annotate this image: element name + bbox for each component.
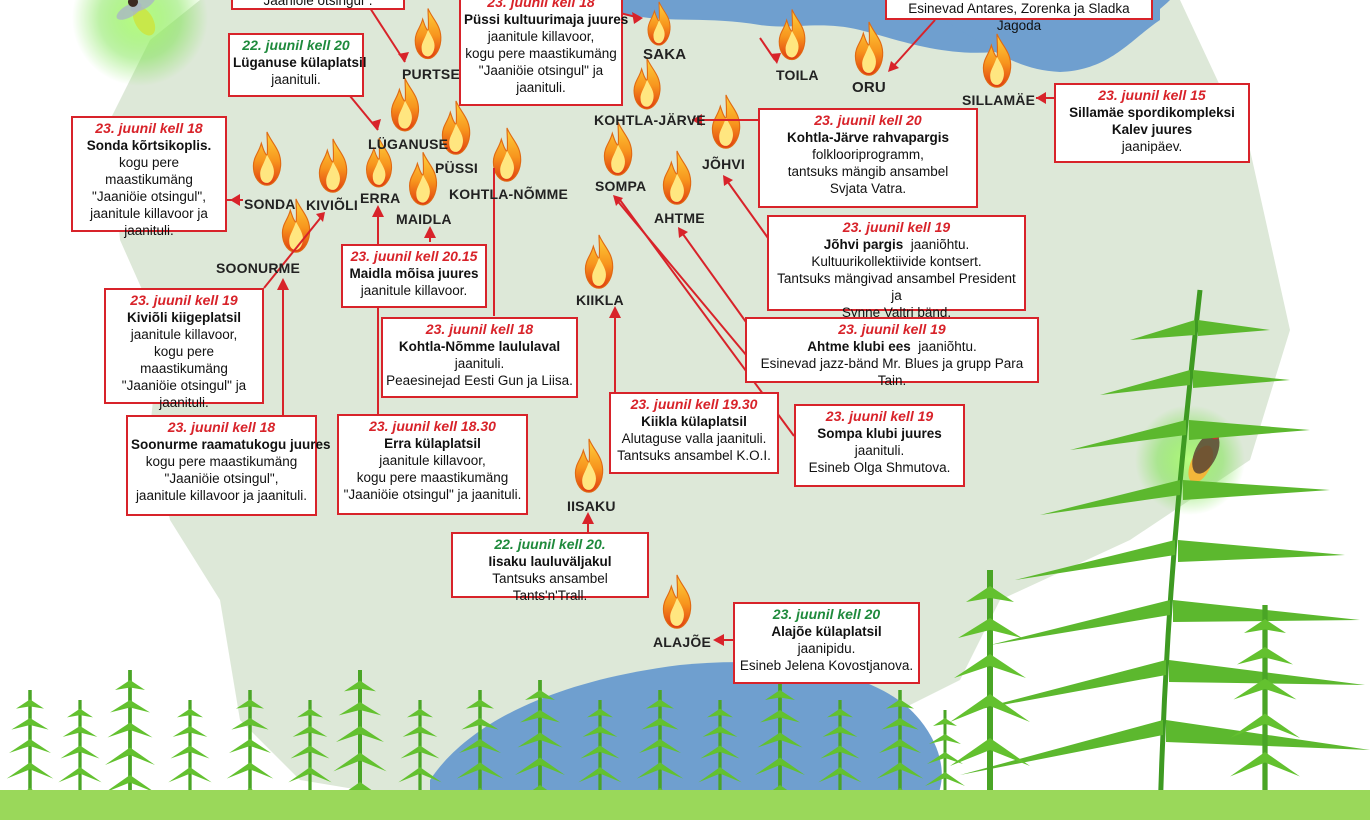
event-venue-suffix: jaaniõhtu. <box>903 237 970 252</box>
event-venue-suffix: jaaniõhtu. <box>910 339 977 354</box>
place-label-toila: TOILA <box>776 67 819 83</box>
event-box-soonurme: 23. juunil kell 18 Soonurme raamatukogu … <box>126 415 331 516</box>
event-desc: Esinevad jazz-bänd Mr. Blues ja grupp Pa… <box>760 356 1024 388</box>
event-desc: jaanituli. Esineb Olga Shmutova. <box>808 443 951 475</box>
event-date: 23. juunil kell 18 <box>425 321 534 337</box>
event-venue: Lüganuse külaplatsil <box>233 55 367 70</box>
place-label-oru: ORU <box>852 79 886 96</box>
event-desc: jaanitule killavoor, kogu pere maastikum… <box>465 29 617 95</box>
event-date: 23. juunil kell 19 <box>130 292 238 308</box>
event-date: 23. juunil kell 15 <box>1098 87 1206 103</box>
event-box-purtse: Jaaniöie otsingul". <box>231 0 405 10</box>
place-label-saka: SAKA <box>643 46 687 63</box>
place-label-maidla: MAIDLA <box>396 211 452 227</box>
event-desc: jaanitule killavoor. <box>360 283 468 298</box>
place-label-johvi: JÕHVI <box>702 156 746 172</box>
place-label-kohtla-nomme: KOHTLA-NÕMME <box>449 186 569 202</box>
event-desc: Jaaniöie otsingul". <box>263 0 373 8</box>
event-venue: Soonurme raamatukogu juures <box>131 437 331 452</box>
event-desc: jaanitule killavoor, kogu pere maastikum… <box>121 327 247 410</box>
place-label-sillamae: SILLAMÄE <box>962 92 1036 108</box>
event-date: 23. juunil kell 18 <box>487 0 595 10</box>
place-label-sonda: SONDA <box>244 196 296 212</box>
event-venue: Sillamäe spordikompleksi Kalev juures <box>1069 105 1235 137</box>
event-venue: Kohtla-Nõmme laululaval <box>398 339 561 354</box>
arrow-heads <box>230 12 1046 646</box>
event-venue: Iisaku lauluväljakul <box>488 554 612 569</box>
fern-icon <box>950 570 1300 815</box>
place-label-alajoe: ALAJÕE <box>653 634 711 650</box>
event-venue: Püssi kultuurimaja juures <box>464 12 629 27</box>
event-box-kohtla-jarve: 23. juunil kell 20 Kohtla-Järve rahvapar… <box>758 108 978 208</box>
event-venue: Sompa klubi juures <box>817 426 942 441</box>
event-date: 23. juunil kell 19 <box>838 321 946 337</box>
event-date: 23. juunil kell 19 <box>825 408 934 424</box>
event-box-ahtme: 23. juunil kell 19 Ahtme klubi ees jaani… <box>745 317 1039 388</box>
event-box-erra: 23. juunil kell 18.30 Erra külaplatsil j… <box>337 414 528 515</box>
event-desc: Alutaguse valla jaanituli. Tantsuks ansa… <box>617 431 771 463</box>
firefly-icon-glow <box>72 0 208 86</box>
event-date: 23. juunil kell 20 <box>814 112 922 128</box>
event-box-kohtla-nomme: 23. juunil kell 18 Kohtla-Nõmme laululav… <box>381 317 578 398</box>
event-desc: kogu pere maastikumäng "Jaaniöie otsingu… <box>135 454 308 503</box>
event-box-maidla: 23. juunil kell 20.15 Maidla mõisa juure… <box>341 244 487 308</box>
firefly-icon <box>116 0 156 36</box>
event-date: 23. juunil kell 19.30 <box>630 396 758 412</box>
place-label-sompa: SOMPA <box>595 178 647 194</box>
event-desc: Kultuurikollektiivide kontsert. Tantsuks… <box>777 254 1016 320</box>
event-desc: kogu pere maastikumäng "Jaaniöie otsingu… <box>90 155 208 238</box>
event-desc: folkloori­programm, tantsuks mängib ansa… <box>787 147 949 196</box>
event-desc: jaanituli. <box>271 72 321 87</box>
place-label-pussi: PÜSSI <box>435 160 479 176</box>
event-venue: Erra külaplatsil <box>384 436 481 451</box>
event-desc: jaanituli. Peaesinejad Eesti Gun ja Liis… <box>386 356 573 388</box>
event-venue: Kohtla-Järve rahvapargis <box>786 130 950 145</box>
place-label-kohtla-jarve: KOHTLA-JÄRVE <box>594 112 706 128</box>
event-desc: Esinevad Antares, Zorenka ja Sladka Jago… <box>908 1 1130 33</box>
event-desc: jaanitule killavoor, kogu pere maastikum… <box>343 453 522 502</box>
event-box-oru: Esinevad Antares, Zorenka ja Sladka Jago… <box>885 0 1153 33</box>
event-box-pussi: 23. juunil kell 18 Püssi kultuurimaja ju… <box>459 0 629 106</box>
place-label-soonurme: SOONURME <box>216 260 301 276</box>
place-label-kivioli: KIVIÕLI <box>306 197 358 213</box>
event-box-johvi: 23. juunil kell 19 Jõhvi pargis jaaniõht… <box>767 215 1026 320</box>
event-box-sonda: 23. juunil kell 18 Sonda kõrtsikoplis. k… <box>71 116 227 238</box>
event-desc: Tantsuks ansambel Tants'n'Trall. <box>492 571 608 603</box>
event-box-iisaku: 22. juunil kell 20. Iisaku lauluväljakul… <box>451 532 649 603</box>
event-box-alajoe: 23. juunil kell 20 Alajõe külaplatsil ja… <box>733 602 920 684</box>
event-date: 23. juunil kell 19 <box>842 219 951 235</box>
event-date: 23. juunil kell 20.15 <box>350 248 478 264</box>
lake-peipus <box>430 662 942 820</box>
event-date: 23. juunil kell 20 <box>772 606 881 622</box>
place-label-purtse: PURTSE <box>402 66 460 82</box>
event-box-luganuse: 22. juunil kell 20 Lüganuse külaplatsil … <box>228 33 367 97</box>
event-date: 23. juunil kell 18.30 <box>369 418 496 434</box>
event-venue: Alajõe külaplatsil <box>771 624 882 639</box>
event-desc: jaanipidu. Esineb Jelena Kovostjanova. <box>739 641 914 673</box>
event-venue: Maidla mõisa juures <box>349 266 479 281</box>
event-box-sompa: 23. juunil kell 19 Sompa klubi juures ja… <box>794 404 965 487</box>
place-label-ahtme: AHTME <box>654 210 705 226</box>
event-venue: Jõhvi pargis <box>823 237 904 252</box>
event-venue: Ahtme klubi ees <box>807 339 911 354</box>
place-label-iisaku: IISAKU <box>567 498 616 514</box>
place-label-luganuse: LÜGANUSE <box>368 136 449 152</box>
event-box-sillamae: 23. juunil kell 15 Sillamäe spordikomple… <box>1054 83 1250 163</box>
event-venue: Kiikla külaplatsil <box>641 414 747 429</box>
event-box-kivioli: 23. juunil kell 19 Kiviõli kiigeplatsil … <box>104 288 264 410</box>
event-venue: Kiviõli kiigeplatsil <box>126 310 242 325</box>
event-date: 22. juunil kell 20. <box>494 536 606 552</box>
ground-strip <box>0 790 1370 820</box>
event-date: 23. juunil kell 18 <box>95 120 203 136</box>
place-label-kiikla: KIIKLA <box>576 292 624 308</box>
fern-icon <box>960 289 1370 820</box>
event-venue: Sonda kõrtsikoplis. <box>86 138 212 153</box>
event-date: 22. juunil kell 20 <box>242 37 350 53</box>
event-date: 23. juunil kell 18 <box>167 419 276 435</box>
event-box-kiikla: 23. juunil kell 19.30 Kiikla külaplatsil… <box>609 392 779 474</box>
event-desc: jaanipäev. <box>1121 139 1183 154</box>
place-label-erra: ERRA <box>360 190 401 206</box>
